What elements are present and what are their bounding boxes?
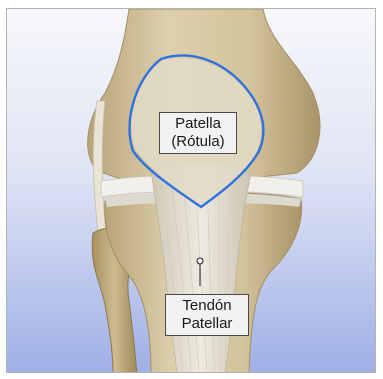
tendon-label-line2: Patellar (169, 315, 245, 333)
tendon-label: Tendón Patellar (165, 294, 249, 336)
patella-label-line2: (Rótula) (163, 133, 233, 151)
knee-anatomy-figure: Patella (Rótula) Tendón Patellar (6, 8, 376, 373)
patella-label-line1: Patella (163, 115, 233, 133)
tendon-marker (197, 258, 203, 264)
tendon-label-line1: Tendón (169, 297, 245, 315)
patella-label: Patella (Rótula) (159, 112, 237, 154)
